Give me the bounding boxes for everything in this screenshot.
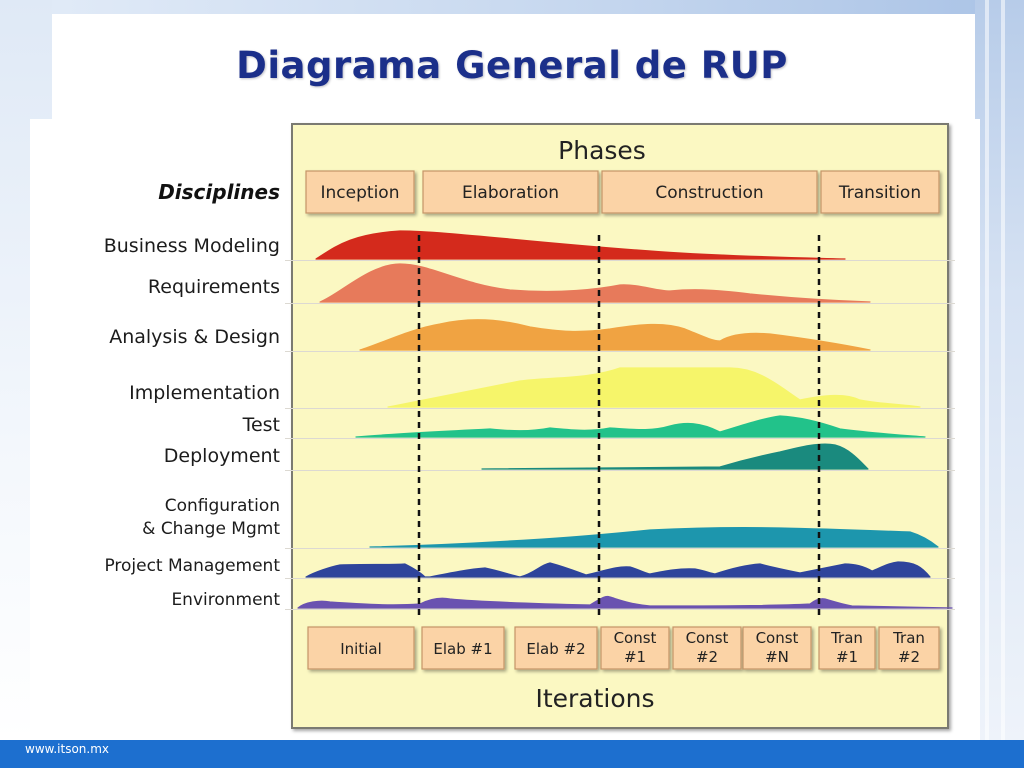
discipline-label: Requirements (148, 276, 280, 298)
discipline-label: Business Modeling (104, 235, 280, 257)
iteration-box-const-2 (672, 626, 742, 670)
iteration-label: Const (614, 629, 657, 647)
discipline-label: & Change Mgmt (142, 519, 280, 539)
hump-project-management (305, 561, 931, 578)
phase-box-construction (601, 170, 818, 214)
discipline-label: Implementation (129, 382, 280, 404)
discipline-label: Environment (171, 590, 280, 610)
iteration-box-const-1 (600, 626, 670, 670)
footer-bar: www.itson.mx (0, 740, 1024, 768)
iteration-label: #1 (624, 648, 646, 666)
iteration-label: Const (686, 629, 729, 647)
disciplines-header: Disciplines (158, 180, 280, 204)
discipline-label: Project Management (104, 556, 280, 576)
hump-environment (297, 595, 953, 609)
phase-milestone-lines (417, 235, 821, 619)
iteration-label: Const (756, 629, 799, 647)
iteration-box-initial (307, 626, 415, 670)
discipline-label: Test (242, 414, 280, 436)
discipline-workload-humps (297, 230, 953, 609)
discipline-gridlines (285, 260, 955, 610)
iteration-label: Elab #1 (433, 640, 492, 658)
hump-implementation (387, 367, 921, 408)
discipline-label: Configuration (165, 496, 280, 516)
phase-label-transition: Transition (838, 183, 921, 203)
iteration-label: Initial (340, 640, 382, 658)
hump-business-modeling (315, 230, 846, 260)
hump-configuration-change-mgmt (369, 527, 939, 548)
phase-box-transition (820, 170, 940, 214)
discipline-label: Analysis & Design (109, 326, 280, 348)
iteration-label: #1 (836, 648, 858, 666)
phase-box-elaboration (422, 170, 599, 214)
iteration-label: #2 (898, 648, 920, 666)
iteration-box-const-n (742, 626, 812, 670)
phase-boxes: Inception Elaboration Construction Transiti… (305, 170, 940, 214)
iteration-box-tran-1 (818, 626, 876, 670)
hump-analysis-design (359, 319, 871, 351)
iteration-label: #N (765, 648, 789, 666)
phase-label-construction: Construction (655, 183, 763, 203)
iteration-label: Tran (830, 629, 863, 647)
iterations-header: Iterations (535, 684, 654, 713)
hump-test (355, 415, 926, 438)
hump-requirements (319, 263, 871, 303)
phase-box-inception (305, 170, 415, 214)
iteration-box-elab-2 (514, 626, 598, 670)
slide-title: Diagrama General de RUP (236, 44, 788, 87)
slide-right-border (975, 0, 1024, 740)
phase-label-elaboration: Elaboration (462, 183, 559, 203)
decorative-stripe (1001, 0, 1005, 740)
hump-deployment (481, 443, 869, 470)
iteration-label: Tran (892, 629, 925, 647)
discipline-label: Deployment (164, 445, 280, 467)
slide-top-border (0, 0, 1024, 14)
iteration-label: #2 (696, 648, 718, 666)
decorative-stripe (985, 0, 989, 740)
phase-label-inception: Inception (321, 183, 400, 203)
phases-header: Phases (558, 136, 646, 165)
iteration-label: Elab #2 (526, 640, 585, 658)
iteration-box-elab-1 (421, 626, 505, 670)
footer-url[interactable]: www.itson.mx (25, 742, 109, 756)
iteration-box-tran-2 (878, 626, 940, 670)
